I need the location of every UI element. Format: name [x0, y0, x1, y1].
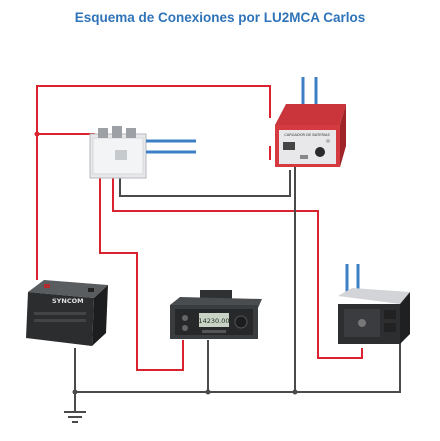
- charger-icon: CARGADOR DE BATERIAS: [275, 77, 346, 167]
- wire-relay-coil: [119, 170, 291, 197]
- wire-relay-to-radio: [99, 168, 184, 371]
- junction-dots: [34, 131, 40, 137]
- wire-top-loop: [36, 85, 271, 280]
- battery-brand: SYNCOM: [52, 297, 84, 305]
- ground-icon: [64, 411, 86, 423]
- negative-wires: [74, 165, 401, 412]
- positive-wires: [36, 85, 363, 371]
- power-supply-icon: [338, 264, 410, 344]
- junction-dots-neg: [72, 389, 298, 395]
- battery-icon: SYNCOM: [26, 280, 108, 346]
- charger-panel-text: CARGADOR DE BATERIAS: [284, 133, 330, 137]
- wire-relay-to-psu: [112, 163, 363, 359]
- diagram-title: Esquema de Conexiones por LU2MCA Carlos: [75, 10, 366, 25]
- wire-neg-bus: [74, 340, 401, 393]
- relay-icon: [89, 126, 196, 179]
- radio-icon: 14230.00: [170, 290, 262, 339]
- radio-display: 14230.00: [198, 317, 229, 325]
